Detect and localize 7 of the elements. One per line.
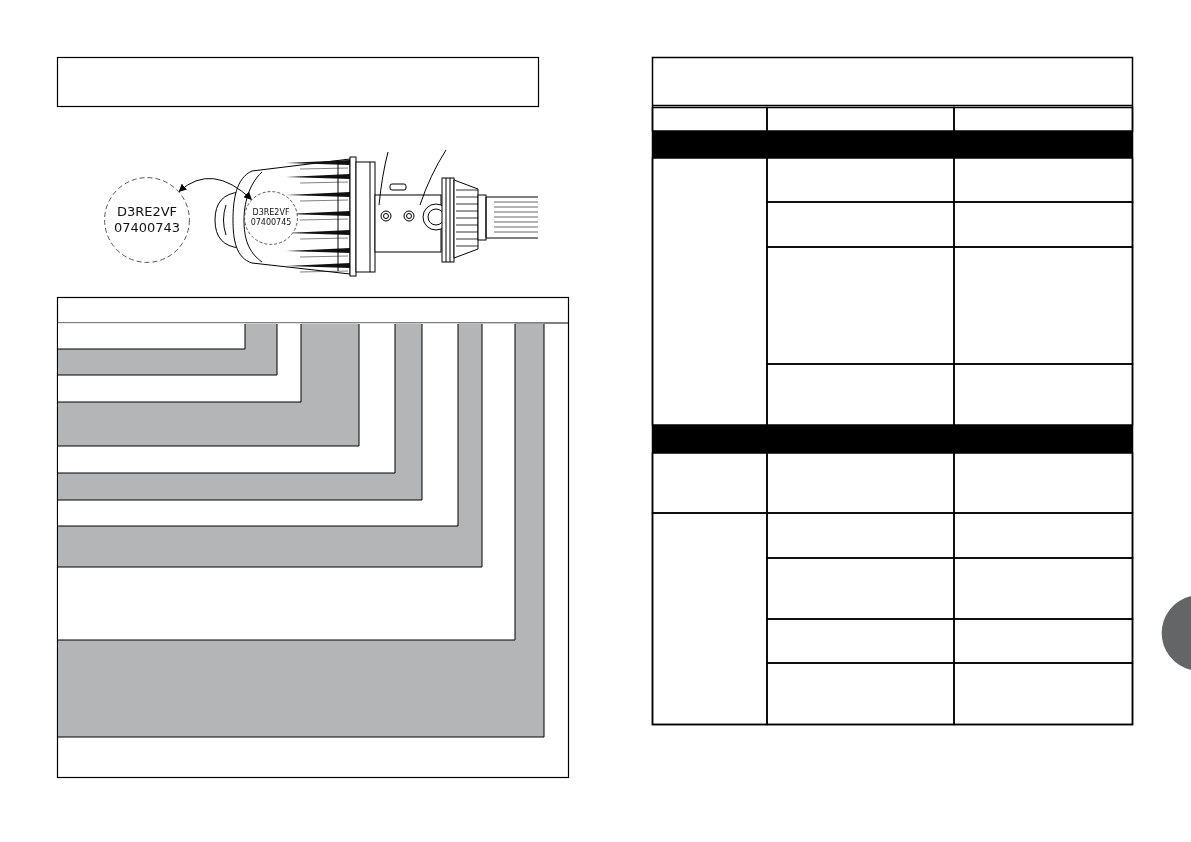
date-code: D3RE2VF [252, 208, 290, 218]
callout-circle [104, 177, 190, 263]
callout-circle [244, 191, 298, 245]
serial-number: 07400745 [250, 218, 292, 228]
serial-number: 07400743 [113, 220, 181, 236]
date-code: D3RE2VF [116, 204, 178, 220]
curved-arrow [178, 178, 252, 200]
